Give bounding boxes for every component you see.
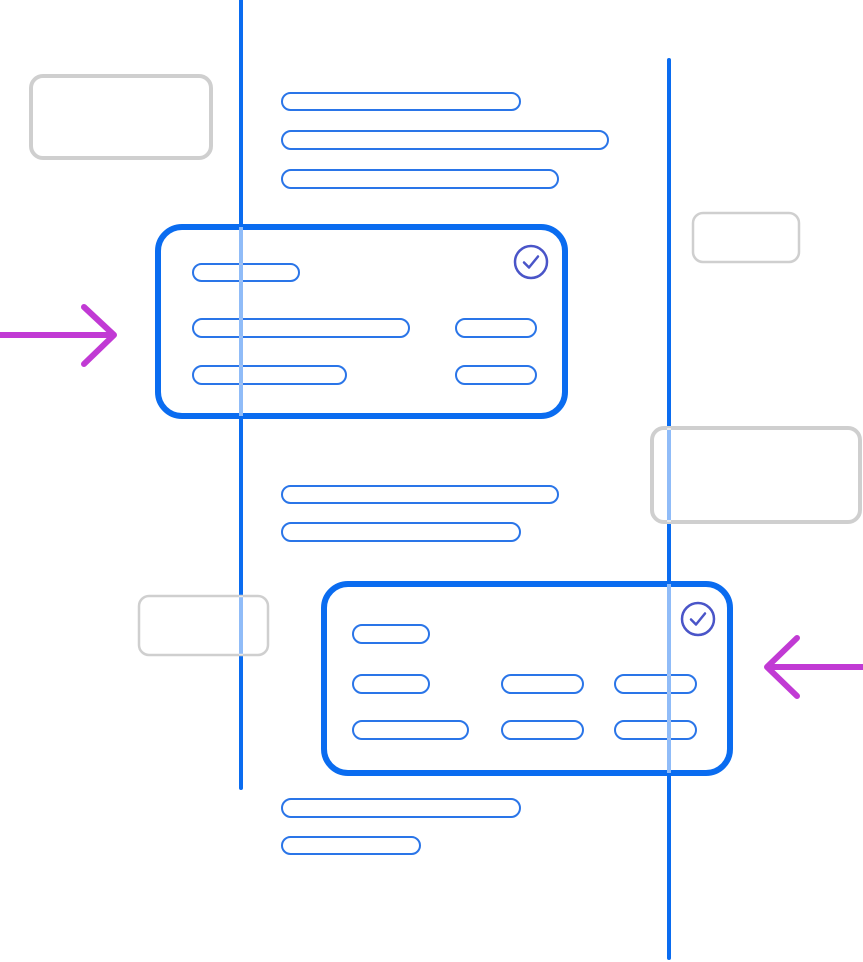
placeholder-box-top-left bbox=[29, 74, 213, 160]
text-line bbox=[281, 130, 609, 150]
placeholder-box-left-mid bbox=[137, 594, 270, 657]
card-line-pills bbox=[192, 263, 537, 385]
text-line bbox=[281, 92, 521, 111]
text-line-group-top bbox=[281, 92, 609, 189]
card-frame bbox=[321, 581, 733, 776]
text-line bbox=[281, 798, 521, 818]
check-circle-icon bbox=[513, 244, 549, 280]
text-line bbox=[352, 720, 469, 740]
text-line bbox=[281, 169, 559, 189]
highlighted-card-2[interactable] bbox=[321, 581, 733, 776]
arrow-left-icon bbox=[764, 635, 863, 699]
text-line bbox=[281, 836, 421, 855]
text-line bbox=[352, 624, 430, 644]
text-line bbox=[192, 263, 300, 282]
placeholder-box-right-large bbox=[650, 426, 862, 524]
text-line bbox=[455, 365, 537, 385]
text-line bbox=[192, 365, 347, 385]
text-line-group-bottom bbox=[281, 798, 521, 855]
text-line bbox=[501, 674, 584, 694]
text-line bbox=[455, 318, 537, 338]
text-line bbox=[352, 674, 430, 694]
text-line bbox=[281, 485, 559, 504]
arrow-right-icon bbox=[0, 304, 117, 367]
card-frame bbox=[155, 224, 568, 419]
text-line-group-middle bbox=[281, 485, 559, 542]
check-circle-icon bbox=[680, 601, 716, 637]
placeholder-box-right-small bbox=[691, 211, 801, 264]
text-line bbox=[614, 720, 697, 740]
text-line bbox=[614, 674, 697, 694]
text-line bbox=[281, 522, 521, 542]
text-line bbox=[192, 318, 410, 338]
text-line bbox=[501, 720, 584, 740]
card-line-pills bbox=[352, 624, 697, 740]
highlighted-card-1[interactable] bbox=[155, 224, 568, 419]
